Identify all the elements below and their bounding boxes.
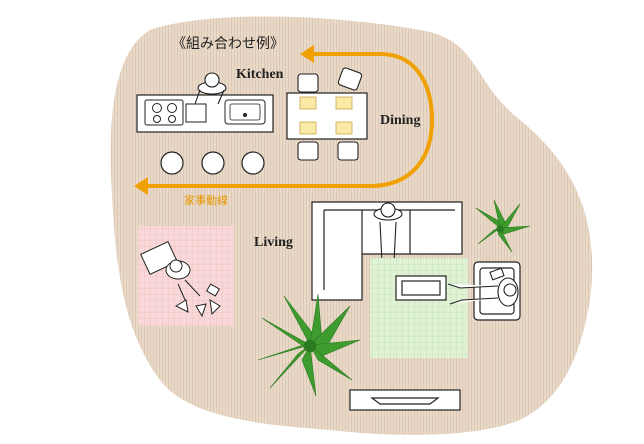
kitchen-person-icon xyxy=(194,72,227,105)
route-label: 家事動線 xyxy=(184,193,228,207)
kitchen-counter xyxy=(136,94,274,133)
route-arrowhead-top xyxy=(300,45,314,63)
living-label: Living xyxy=(254,235,293,250)
child-playing-icon xyxy=(140,241,221,318)
sofa-person-icon xyxy=(373,202,403,269)
diagram-title: 《組み合わせ例》 xyxy=(172,36,284,52)
small-plant-icon xyxy=(475,199,531,253)
sofa xyxy=(311,201,463,301)
green-rug xyxy=(370,258,468,358)
kitchen-label: Kitchen xyxy=(236,67,284,82)
coffee-table xyxy=(395,275,447,301)
dining-chairs xyxy=(297,67,363,161)
reclining-person-icon xyxy=(447,267,519,307)
dining-label: Dining xyxy=(380,113,420,128)
route-arrow xyxy=(146,52,435,188)
bar-stools xyxy=(160,151,265,175)
dining-table xyxy=(286,92,368,140)
route-arrowhead-bottom xyxy=(134,177,148,195)
large-plant-icon xyxy=(257,293,361,397)
tv-console xyxy=(349,389,461,411)
